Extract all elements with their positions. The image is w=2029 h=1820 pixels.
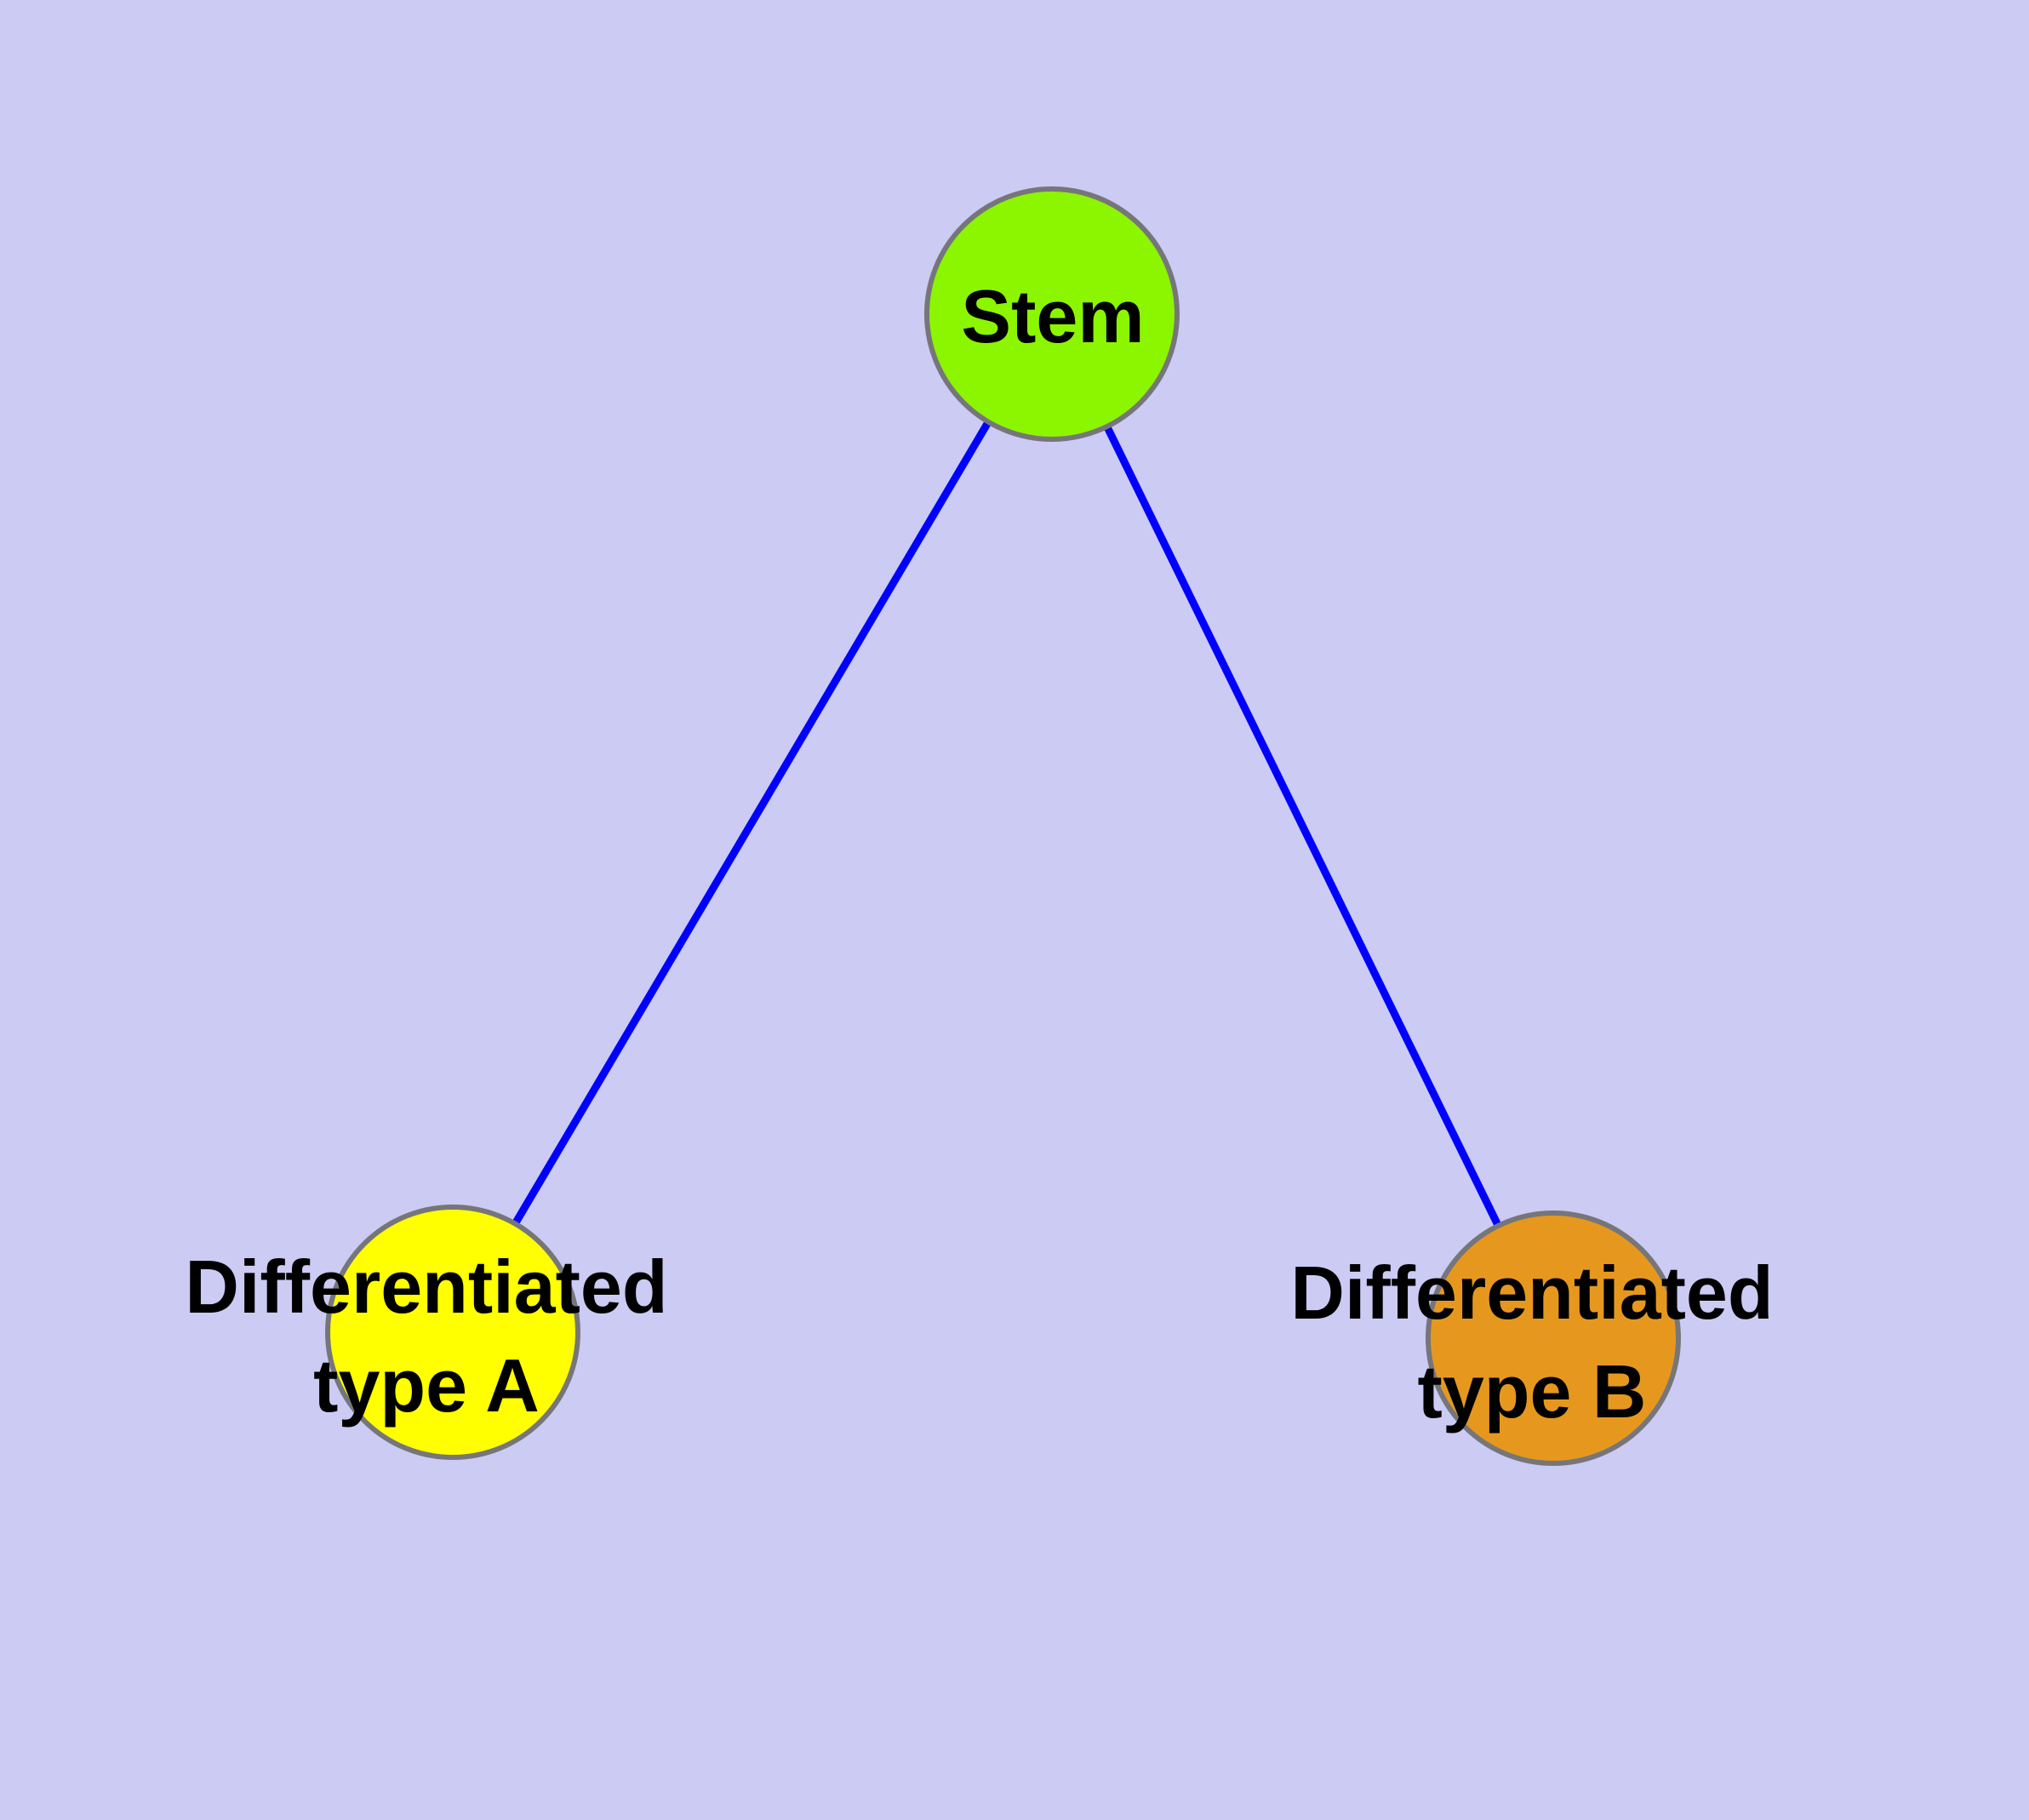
node-differentiated-type-b-label: Differentiated type B <box>1290 1244 1773 1441</box>
label-line: type B <box>1417 1349 1647 1434</box>
label-line: Differentiated <box>1290 1251 1774 1335</box>
node-differentiated-type-a-label: Differentiated type A <box>185 1238 667 1435</box>
label-line: type A <box>313 1343 540 1428</box>
node-differentiated-type-a <box>325 1205 580 1460</box>
edge-stem-to-type-b <box>1048 312 1557 1340</box>
node-stem <box>924 186 1180 442</box>
node-stem-label: Stem <box>961 274 1145 358</box>
node-differentiated-type-b <box>1426 1210 1681 1466</box>
edge-stem-to-type-a <box>448 312 1055 1335</box>
label-line: Differentiated <box>185 1245 668 1329</box>
